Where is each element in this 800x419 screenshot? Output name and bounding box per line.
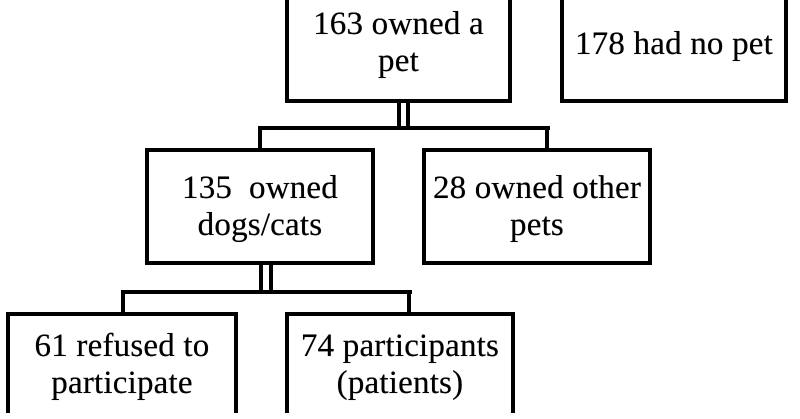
connector-drop-to-participants: [407, 290, 411, 316]
box-owned-dogs-cats: 135 owned dogs/cats: [145, 148, 375, 265]
connector-owned-pet-rail: [258, 126, 550, 130]
box-no-pet-label: 178 had no pet: [574, 26, 773, 62]
connector-owned-pet-stem-right: [406, 99, 410, 130]
connector-drop-to-dogs-cats: [258, 126, 262, 152]
box-owned-other-pets: 28 owned other pets: [422, 148, 652, 265]
connector-dogs-cats-stem-right: [269, 263, 273, 294]
box-refused-to-participate-label: 61 refused to participate: [34, 327, 210, 401]
box-refused-to-participate: 61 refused to participate: [6, 312, 238, 413]
connector-drop-to-other-pets: [545, 126, 549, 152]
connector-drop-to-refused: [121, 290, 125, 316]
box-owned-pet-label: 163 owned a pet: [313, 5, 484, 79]
connector-owned-pet-stem-left: [397, 99, 401, 130]
connector-dogs-cats-rail: [121, 290, 412, 294]
box-participants-patients-label: 74 participants (patients): [300, 327, 500, 401]
box-no-pet: 178 had no pet: [560, 0, 788, 103]
box-participants-patients: 74 participants (patients): [285, 312, 515, 413]
box-owned-pet: 163 owned a pet: [285, 0, 512, 103]
connector-dogs-cats-stem-left: [259, 263, 263, 294]
box-owned-dogs-cats-label: 135 owned dogs/cats: [182, 169, 338, 243]
box-owned-other-pets-label: 28 owned other pets: [432, 169, 642, 243]
